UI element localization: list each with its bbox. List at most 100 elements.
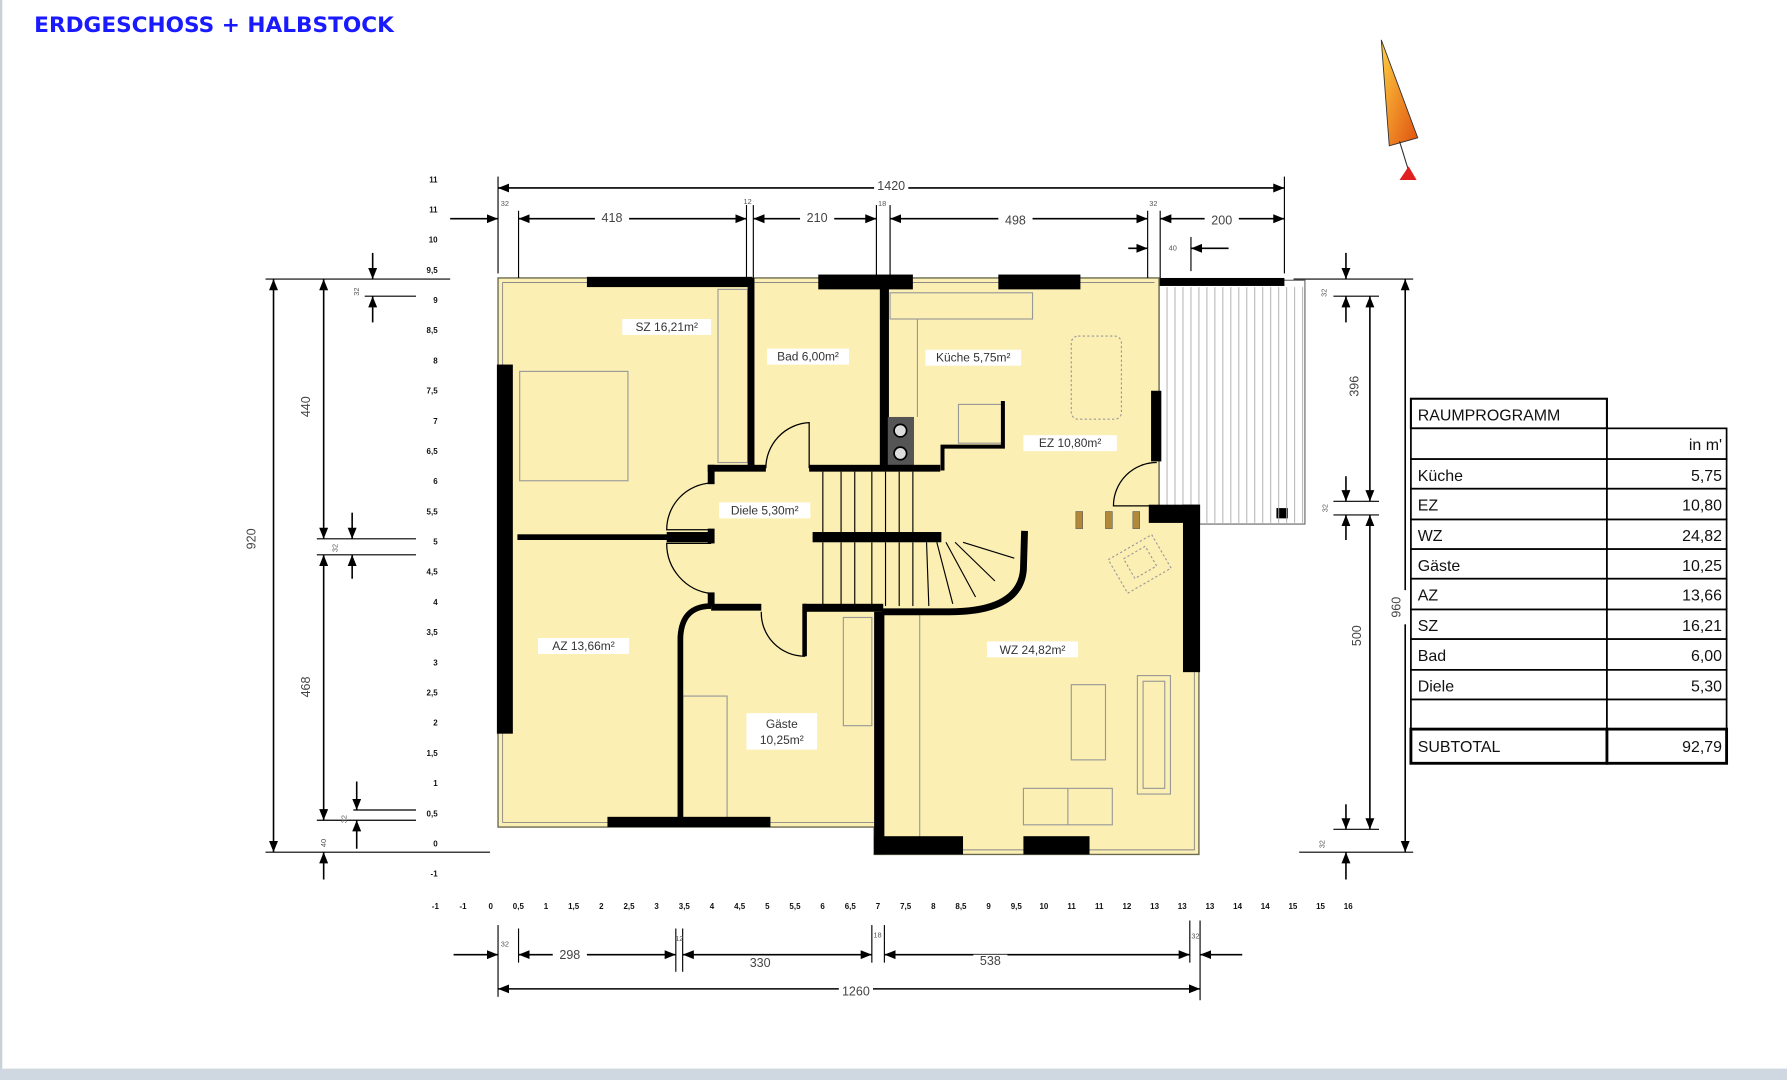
scale-left-label: 3,5 bbox=[427, 628, 439, 637]
room-label: AZ 13,66m² bbox=[552, 639, 614, 653]
table-title: RAUMPROGRAMM bbox=[1418, 407, 1561, 424]
table-cell bbox=[1606, 487, 1728, 521]
table-room-area: 24,82 bbox=[1682, 528, 1722, 545]
dimension-label: 32 bbox=[501, 940, 509, 949]
room-label: WZ 24,82m² bbox=[1000, 643, 1066, 657]
table-cell bbox=[1606, 548, 1728, 580]
scale-left-label: 0,5 bbox=[427, 809, 439, 818]
dimension-label: 32 bbox=[1321, 504, 1330, 512]
scale-left-label: 8,5 bbox=[427, 326, 439, 335]
scale-bottom-label: 5 bbox=[765, 902, 770, 911]
table-room-name: EZ bbox=[1418, 497, 1439, 514]
scale-bottom-label: 4 bbox=[710, 902, 715, 911]
table-cell bbox=[1606, 669, 1728, 701]
scale-left-label: 4 bbox=[433, 598, 438, 607]
dimension-labels: 1420324181221018498322004092044046832323… bbox=[244, 179, 1408, 1000]
plan-title: ERDGESCHOSS + HALBSTOCK bbox=[34, 13, 395, 38]
scale-bottom-label: 13 bbox=[1150, 902, 1159, 911]
dimension-label: 40 bbox=[319, 839, 328, 847]
dimension-label: 396 bbox=[1347, 376, 1361, 397]
table-cell bbox=[1410, 638, 1608, 671]
scale-left-label: 11 bbox=[429, 205, 438, 214]
walls bbox=[496, 274, 1201, 855]
room-label: EZ 10,80m² bbox=[1039, 436, 1101, 450]
scale-left-label: 5,5 bbox=[427, 507, 439, 516]
dimension-label: 32 bbox=[1149, 199, 1157, 208]
scale-left-label: 4,5 bbox=[427, 568, 439, 577]
kitchen-counter bbox=[889, 292, 1034, 320]
table-cell bbox=[1606, 608, 1728, 640]
scale-bottom-label: 1 bbox=[544, 902, 549, 911]
scale-bottom-label: 0,5 bbox=[513, 902, 525, 911]
scale-bottom-label: 9 bbox=[986, 902, 991, 911]
table-cell bbox=[1606, 638, 1728, 671]
scale-bottom-label: 3,5 bbox=[679, 902, 691, 911]
table-cell bbox=[1606, 427, 1728, 460]
dimension-label: 32 bbox=[352, 288, 361, 296]
scale-bottom-label: -1 bbox=[432, 902, 440, 911]
table-room-name: Gäste bbox=[1418, 558, 1461, 575]
scale-bottom-label: -1 bbox=[459, 902, 467, 911]
table-cell bbox=[1410, 487, 1608, 521]
table-room-name: SZ bbox=[1418, 618, 1439, 635]
table-subtotal-value: 92,79 bbox=[1682, 739, 1722, 756]
scale-bottom-label: 2 bbox=[599, 902, 604, 911]
scale-left-label: 2 bbox=[433, 719, 438, 728]
dimension-label: 32 bbox=[1320, 289, 1329, 297]
left-edge bbox=[0, 0, 3, 1080]
table-cell bbox=[1410, 458, 1608, 490]
scale-left-label: 6 bbox=[433, 477, 438, 486]
dimension-label: 18 bbox=[878, 199, 886, 208]
table-room-name: Bad bbox=[1418, 648, 1446, 665]
scale-left-label: -1 bbox=[431, 870, 439, 879]
dimension-label: 498 bbox=[1005, 213, 1026, 227]
table-cell bbox=[1410, 608, 1608, 640]
scale-left-label: 0 bbox=[433, 839, 438, 848]
scale-bottom-label: 14 bbox=[1233, 902, 1242, 911]
dimension-label: 12 bbox=[675, 934, 683, 943]
coffee-table bbox=[1070, 684, 1107, 761]
scale-left-label: 1,5 bbox=[427, 749, 439, 758]
table-cell bbox=[1410, 518, 1608, 550]
bed-sz bbox=[519, 370, 629, 482]
dimension-label: 210 bbox=[807, 211, 828, 225]
table-room-area: 10,25 bbox=[1682, 558, 1722, 575]
dimension-label: 200 bbox=[1211, 213, 1232, 227]
table-room-area: 5,30 bbox=[1691, 679, 1722, 696]
scale-left-label: 9,5 bbox=[427, 266, 439, 275]
scale-left-label: 5 bbox=[433, 538, 438, 547]
room-label: SZ 16,21m² bbox=[635, 320, 697, 334]
scale-bottom-label: 15 bbox=[1316, 902, 1325, 911]
scale-left-label: 9 bbox=[433, 296, 438, 305]
dimension-label: 32 bbox=[1191, 932, 1199, 941]
scale-bottom-label: 16 bbox=[1344, 902, 1353, 911]
table-cell bbox=[1410, 577, 1608, 611]
dimension-label: 538 bbox=[980, 954, 1001, 968]
dimension-label: 32 bbox=[501, 199, 509, 208]
wardrobe-gaeste bbox=[842, 616, 873, 727]
table-room-name: WZ bbox=[1418, 528, 1443, 545]
scale-left-label: 2,5 bbox=[427, 689, 439, 698]
table-cell bbox=[1606, 458, 1728, 490]
bottom-bar bbox=[0, 1068, 1787, 1080]
scale-bottom-label: 7 bbox=[876, 902, 881, 911]
scale-left-label: 10 bbox=[429, 236, 438, 245]
table-cell bbox=[1410, 427, 1608, 460]
table-cell bbox=[1606, 698, 1728, 730]
table-room-area: 16,21 bbox=[1682, 618, 1722, 635]
dimension-label: 468 bbox=[299, 676, 313, 697]
dimension-label: 330 bbox=[750, 956, 771, 970]
dimension-label: 32 bbox=[330, 544, 339, 552]
dimension-label: 418 bbox=[602, 211, 623, 225]
scale-bottom-label: 6 bbox=[820, 902, 825, 911]
room-label: Küche 5,75m² bbox=[936, 351, 1010, 365]
table-cell bbox=[1606, 518, 1728, 550]
table-room-name: Küche bbox=[1418, 468, 1463, 485]
scale-bottom-label: 7,5 bbox=[900, 902, 912, 911]
dimension-label: 12 bbox=[744, 197, 752, 206]
table-cell bbox=[1409, 727, 1609, 765]
scale-bottom-label: 10 bbox=[1039, 902, 1048, 911]
